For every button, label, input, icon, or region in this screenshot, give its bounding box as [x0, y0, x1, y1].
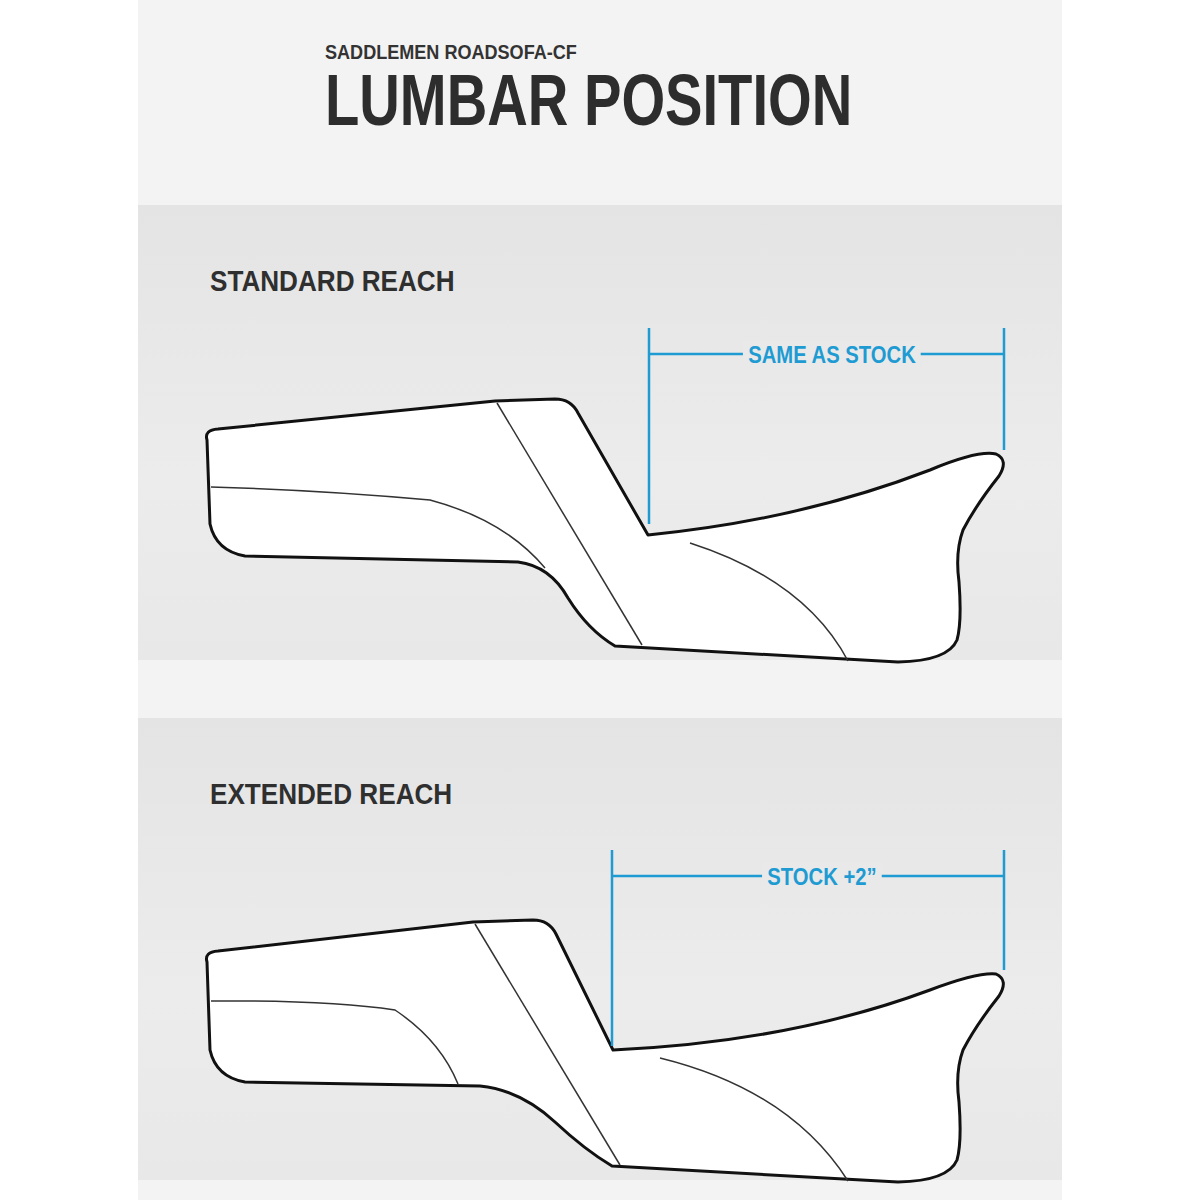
dimension-label: SAME AS STOCK	[743, 342, 921, 369]
brand-subtitle: SADDLEMEN ROADSOFA-CF	[325, 40, 577, 64]
seam-line	[660, 1058, 848, 1181]
panel-heading: STANDARD REACH	[210, 265, 455, 298]
seat-outline	[206, 399, 1003, 662]
dimension-line	[648, 328, 651, 524]
dimension-label: STOCK +2”	[762, 864, 882, 891]
dimension-line	[611, 850, 614, 1046]
page-title: LUMBAR POSITION	[325, 64, 852, 136]
seat-outline	[206, 920, 1003, 1182]
dimension-line	[1003, 850, 1006, 970]
seam-line	[475, 924, 620, 1165]
panel-heading: EXTENDED REACH	[210, 778, 452, 811]
seam-line	[497, 403, 642, 645]
seam-line	[211, 1001, 458, 1084]
dimension-line	[1003, 328, 1006, 450]
seam-line	[690, 543, 848, 661]
seam-line	[211, 487, 545, 568]
